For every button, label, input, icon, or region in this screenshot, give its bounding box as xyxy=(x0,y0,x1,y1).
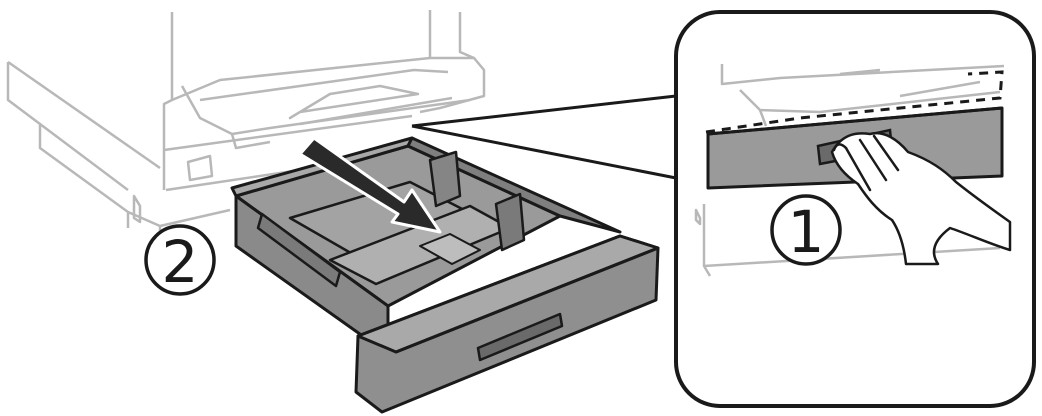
step-badge-1: 1 xyxy=(770,194,842,266)
step-number-1: 1 xyxy=(788,198,825,266)
step-badge-2: 2 xyxy=(144,224,216,296)
printer-body xyxy=(6,10,486,238)
leader-lines xyxy=(411,94,677,180)
arrow-pull-icon xyxy=(298,136,442,234)
inset-detail: 1 xyxy=(674,10,1036,408)
step-number-2: 2 xyxy=(162,228,199,296)
paper-cassette xyxy=(230,136,660,414)
hand-icon xyxy=(830,131,1012,266)
